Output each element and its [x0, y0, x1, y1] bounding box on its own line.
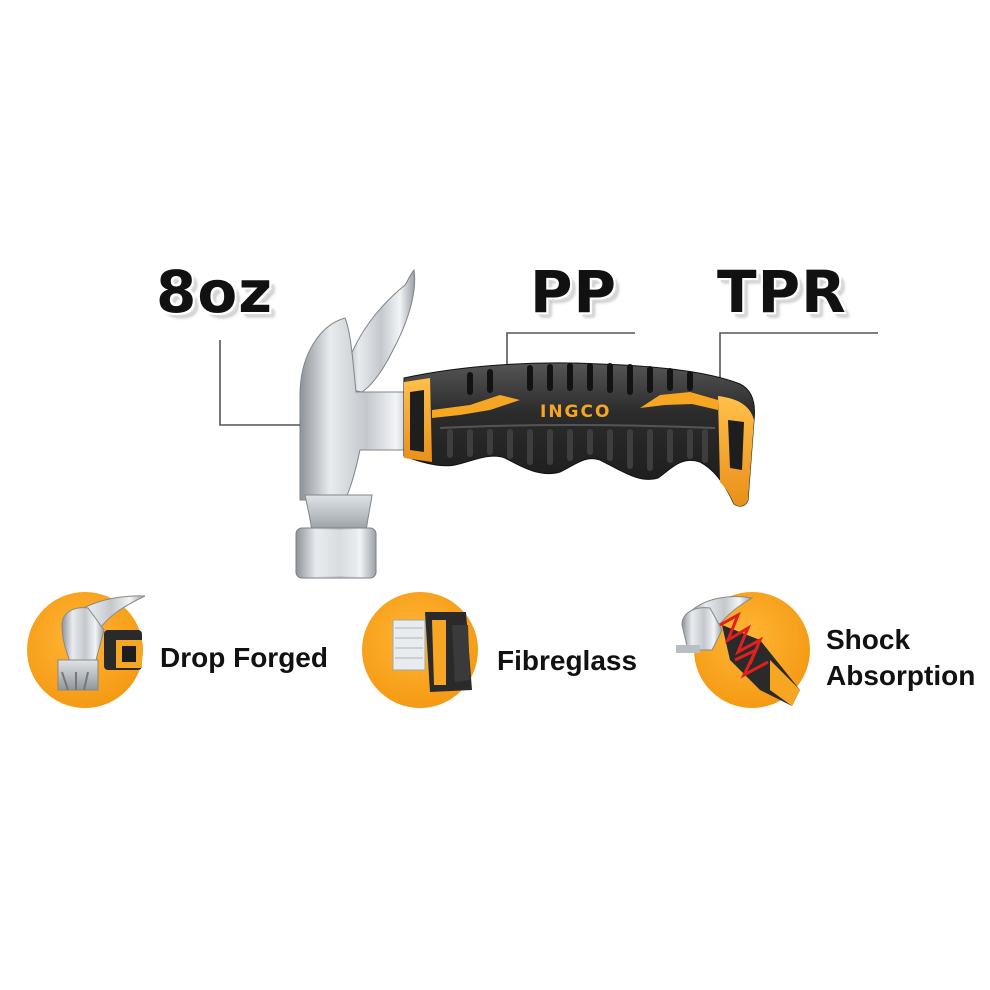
feature-label-line: Shock — [826, 624, 911, 655]
feature-label-drop-forged: Drop Forged — [160, 642, 328, 673]
hammer-head — [295, 268, 421, 579]
callout-grip: TPR — [717, 258, 847, 326]
brand-logo: INGCO — [540, 402, 622, 424]
leader-line-weight — [219, 340, 302, 426]
feature-label-fibreglass: Fibreglass — [497, 645, 638, 676]
feature-label-shock-absorption: Shock Absorption — [826, 622, 975, 694]
callout-weight: 8oz — [156, 258, 273, 326]
hammer-handle — [403, 362, 755, 507]
callout-handle-core: PP — [530, 258, 618, 326]
brand-logo-text: INGCO — [540, 402, 612, 422]
feature-label-line: Absorption — [826, 660, 976, 691]
